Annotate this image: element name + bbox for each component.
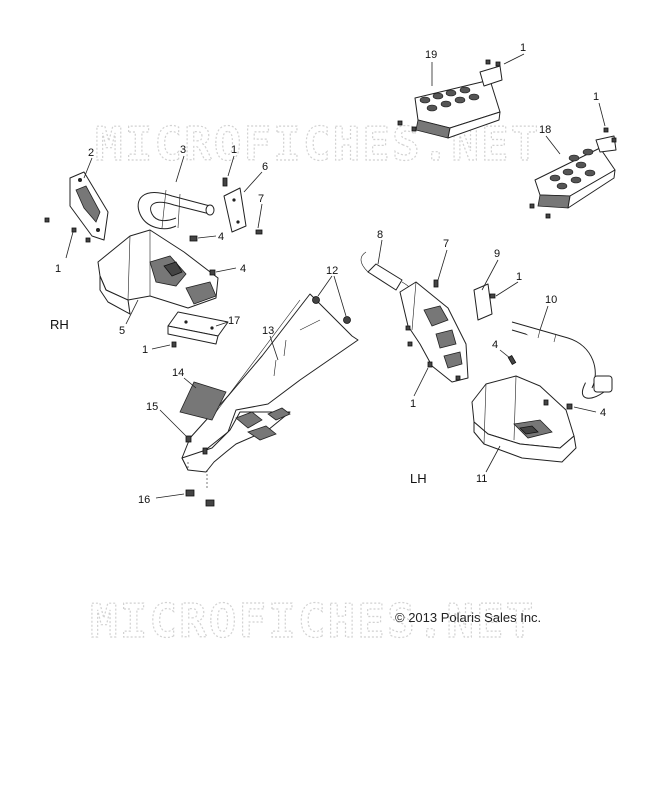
decal-14: [179, 381, 227, 421]
side-label-rh: RH: [50, 317, 69, 332]
copyright: © 2013 Polaris Sales Inc.: [395, 610, 541, 625]
bolt-4-b: [209, 269, 216, 276]
bracket-17: [167, 311, 229, 345]
callout-4-lh-right: 4: [600, 407, 606, 419]
watermark-bottom: MICROFICHES.NET: [90, 594, 535, 648]
callout-1-rh-17: 1: [142, 344, 148, 356]
handle-tube-10: [511, 321, 613, 399]
nuts-12: [312, 296, 351, 324]
skid-plate-13: [181, 293, 359, 473]
callout-7-lh: 7: [443, 238, 449, 250]
bracket-6: [223, 187, 247, 233]
callout-17: 17: [228, 315, 240, 327]
callout-1-bracket: 1: [231, 144, 237, 156]
bolts-19: [397, 59, 501, 132]
callout-3: 3: [180, 144, 186, 156]
guard-11-lh: [471, 375, 577, 463]
callout-1-lh: 1: [410, 398, 416, 410]
callout-8: 8: [377, 229, 383, 241]
clips-16: [185, 489, 215, 507]
bolt-lh-guard-a: [543, 399, 549, 406]
guard-5-rh: [97, 229, 219, 315]
bolt-7-rh: [255, 229, 263, 235]
callout-1-18: 1: [593, 91, 599, 103]
callout-2: 2: [88, 147, 94, 159]
side-label-lh: LH: [410, 471, 427, 486]
callout-6: 6: [262, 161, 268, 173]
callout-16: 16: [138, 494, 150, 506]
lh-side-plate: [399, 281, 469, 383]
bracket-2: [69, 171, 109, 241]
callout-4-a: 4: [218, 231, 224, 243]
bolt-15-b: [202, 447, 208, 455]
callout-7-rh: 7: [258, 193, 264, 205]
bolt-1-bracket: [222, 177, 228, 187]
callout-9: 9: [494, 248, 500, 260]
callout-4-b: 4: [240, 263, 246, 275]
callout-10: 10: [545, 294, 557, 306]
bolts-18: [529, 127, 617, 219]
callout-13: 13: [262, 325, 274, 337]
bolt-15: [185, 435, 192, 443]
bolt-4-lh-right: [566, 403, 573, 410]
callout-12: 12: [326, 265, 338, 277]
bracket-9: [473, 283, 493, 321]
callout-14: 14: [172, 367, 184, 379]
bolt-7-lh: [433, 279, 439, 288]
callout-5: 5: [119, 325, 125, 337]
callout-18: 18: [539, 124, 551, 136]
bolts-2: [44, 217, 91, 243]
footrest-plate-19: [414, 65, 503, 139]
handle-tube-3: [137, 189, 215, 230]
bolt-4-a: [189, 235, 198, 242]
callout-1-rh-left: 1: [55, 263, 61, 275]
callout-1-lh-9: 1: [516, 271, 522, 283]
callout-1-top: 1: [520, 42, 526, 54]
footrest-plate-18: [534, 135, 617, 209]
bolt-1-lh-9: [489, 293, 496, 299]
callout-4-lh: 4: [492, 339, 498, 351]
callout-19: 19: [425, 49, 437, 61]
callout-15: 15: [146, 401, 158, 413]
callout-11: 11: [476, 473, 487, 485]
bolts-lh-plate: [405, 325, 461, 381]
bolt-1-rh-17: [171, 341, 177, 348]
bolt-4-lh: [507, 354, 517, 366]
